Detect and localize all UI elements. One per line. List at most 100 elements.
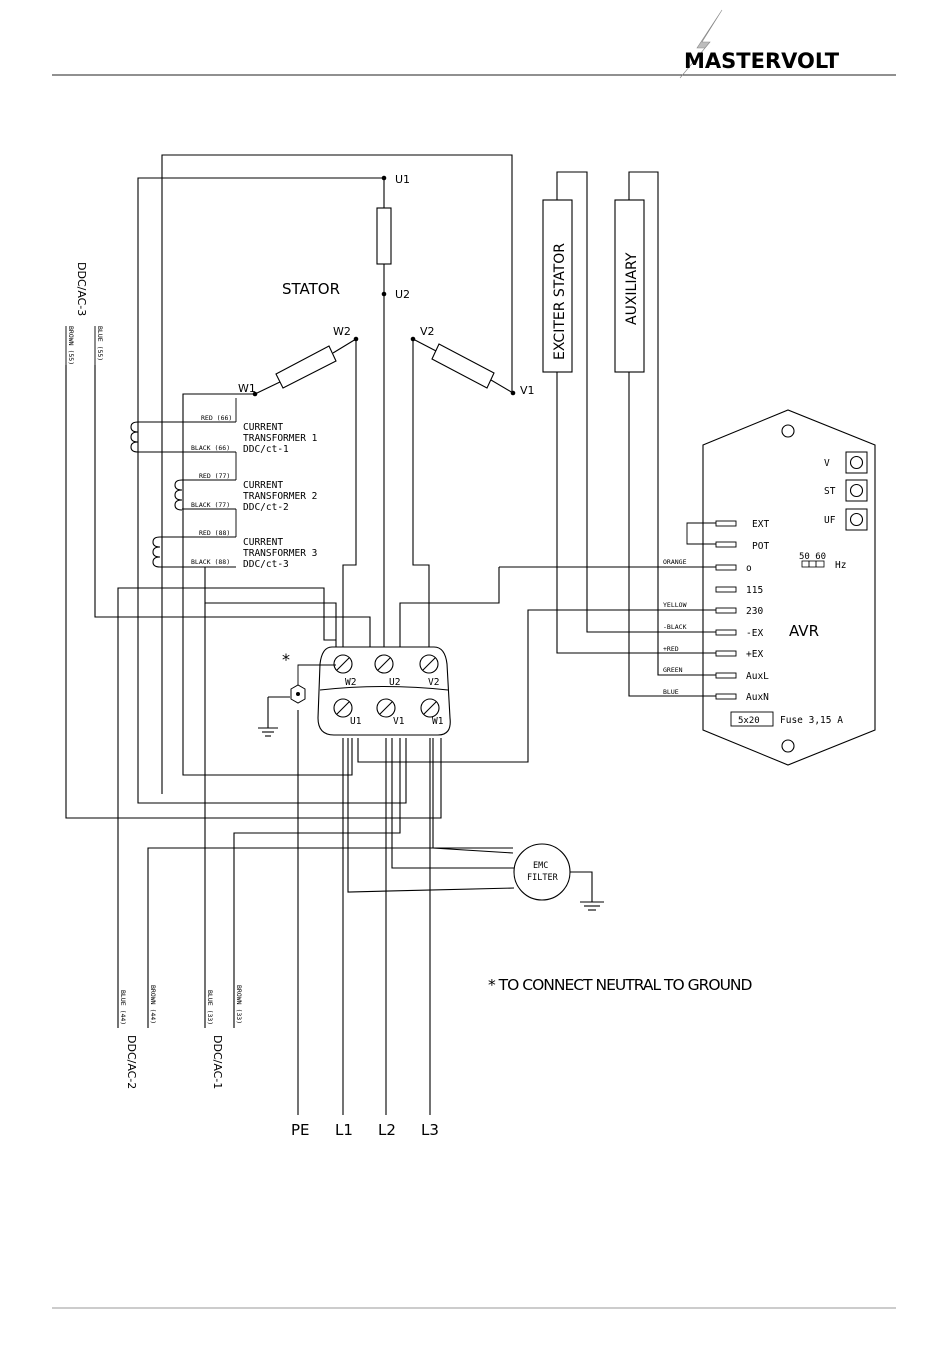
neutral-ground-note: * TO CONNECT NEUTRAL TO GROUND (488, 976, 753, 994)
block-label-v1: V1 (393, 716, 405, 727)
emc-filter: EMC FILTER (513, 843, 571, 901)
auxiliary-winding: AUXILIARY (614, 199, 645, 373)
ct1-line2: TRANSFORMER 1 (243, 433, 318, 444)
ct1-line1: CURRENT (243, 422, 283, 433)
freq-label: 50 60 (799, 552, 826, 562)
fuse-rating: Fuse 3,15 A (780, 715, 843, 726)
fuse-size: 5x20 (738, 716, 760, 726)
terminal-minus-ex: -EX (746, 628, 763, 639)
ddc-ac-1-brown: BROWN (33) (235, 985, 243, 1024)
lightning-icon (679, 9, 723, 79)
uf-pot-label: UF (824, 515, 836, 526)
ddc-ac-1: BLUE (33) BROWN (33) DDC/AC-1 (206, 985, 243, 1089)
exciter-stator-label: EXCITER STATOR (552, 243, 568, 360)
wire-black-label: -BLACK (663, 623, 687, 631)
wire-orange-label: ORANGE (663, 558, 687, 566)
current-transformer-3: RED (88) BLACK (88) CURRENT TRANSFORMER … (152, 529, 317, 570)
v1-label: V1 (520, 384, 535, 397)
wiring (65, 154, 716, 1115)
ct3-line1: CURRENT (243, 537, 283, 548)
ddc-ac-3: DDC/AC-3 BROWN (55) BLUE (55) (65, 262, 104, 365)
terminal-auxl: AuxL (746, 671, 769, 682)
block-label-v2: V2 (428, 677, 439, 688)
ddc-ac-1-blue: BLUE (33) (206, 990, 214, 1025)
u1-label: U1 (395, 173, 410, 186)
fuse-holder (730, 711, 774, 727)
st-pot-label: ST (824, 486, 836, 497)
output-l3: L3 (421, 1121, 439, 1139)
ct3-red-label: RED (88) (199, 529, 230, 537)
ct3-line3: DDC/ct-3 (243, 559, 289, 570)
ddc-ac-3-blue: BLUE (55) (96, 326, 104, 361)
ct2-line2: TRANSFORMER 2 (243, 491, 317, 502)
ddc-ac-2: BLUE (44) BROWN (44) DDC/AC-2 (119, 985, 157, 1089)
ct2-black-label: BLACK (77) (191, 501, 230, 509)
w2-label: W2 (333, 325, 351, 338)
ddc-ac-3-brown: BROWN (55) (67, 326, 75, 365)
ddc-ac-2-brown: BROWN (44) (149, 985, 157, 1024)
neutral-marker: * (282, 650, 290, 669)
v-potentiometer[interactable] (849, 455, 864, 470)
v-pot-label: V (824, 458, 830, 469)
terminal-230: 230 (746, 606, 763, 617)
output-l2: L2 (378, 1121, 396, 1139)
ddc-ac-2-blue: BLUE (44) (119, 990, 127, 1025)
v2-label: V2 (420, 325, 435, 338)
ct1-red-label: RED (66) (201, 414, 232, 422)
block-label-u2: U2 (389, 677, 400, 688)
terminal-115: 115 (746, 585, 763, 596)
ct3-line2: TRANSFORMER 3 (243, 548, 317, 559)
wire-yellow-label: YELLOW (663, 601, 687, 609)
ct2-red-label: RED (77) (199, 472, 230, 480)
block-label-w1: W1 (432, 716, 444, 727)
block-label-u1: U1 (350, 716, 362, 727)
uf-potentiometer[interactable] (849, 512, 864, 527)
ddc-ac-3-title: DDC/AC-3 (75, 262, 88, 316)
wire-blue-label: BLUE (663, 688, 679, 696)
terminal-screw-w2[interactable] (333, 654, 353, 674)
ddc-ac-1-title: DDC/AC-1 (211, 1035, 224, 1089)
output-pe: PE (291, 1121, 310, 1139)
terminal-ext: EXT (752, 519, 769, 530)
wire-red-label: +RED (663, 645, 679, 653)
brand-logo: MASTERVOLT (679, 9, 840, 79)
exciter-stator: EXCITER STATOR (542, 199, 573, 373)
terminal-screw-u2[interactable] (374, 654, 394, 674)
stator: U1 U2 STATOR W1 W2 V2 V1 (238, 173, 535, 397)
current-transformer-1: RED (66) BLACK (66) CURRENT TRANSFORMER … (130, 414, 318, 455)
hz-label: Hz (835, 560, 846, 571)
brand-name: MASTERVOLT (684, 49, 840, 73)
ct2-line3: DDC/ct-2 (243, 502, 289, 513)
terminal-screw-v2[interactable] (419, 654, 439, 674)
emc-label-1: EMC (533, 861, 548, 871)
block-label-w2: W2 (345, 677, 356, 688)
stator-label: STATOR (282, 280, 340, 298)
w1-label: W1 (238, 382, 256, 395)
terminal-auxn: AuxN (746, 692, 769, 703)
terminal-pot: POT (752, 541, 769, 552)
wire-green-label: GREEN (663, 666, 683, 674)
avr-mount-hole-top (781, 424, 795, 438)
current-transformer-2: RED (77) BLACK (77) CURRENT TRANSFORMER … (174, 472, 317, 513)
terminal-screw-w1[interactable] (420, 698, 440, 718)
frequency-switch[interactable] (801, 560, 825, 568)
winding-w (275, 345, 337, 389)
output-l1: L1 (335, 1121, 353, 1139)
terminal-block: W2 U2 V2 U1 V1 W1 * (282, 646, 451, 736)
st-potentiometer[interactable] (849, 483, 864, 498)
terminal-screw-u1[interactable] (333, 698, 353, 718)
ddc-ac-2-title: DDC/AC-2 (125, 1035, 138, 1089)
winding-u (376, 207, 392, 265)
ct2-line1: CURRENT (243, 480, 283, 491)
output-labels: PE L1 L2 L3 (291, 1121, 439, 1139)
terminal-screw-v1[interactable] (376, 698, 396, 718)
winding-v (431, 343, 495, 389)
auxiliary-label: AUXILIARY (624, 252, 640, 325)
avr-mount-hole-bottom (781, 739, 795, 753)
emc-label-2: FILTER (527, 873, 559, 883)
ct3-black-label: BLACK (88) (191, 558, 230, 566)
terminal-plus-ex: +EX (746, 649, 763, 660)
ct1-black-label: BLACK (66) (191, 444, 230, 452)
